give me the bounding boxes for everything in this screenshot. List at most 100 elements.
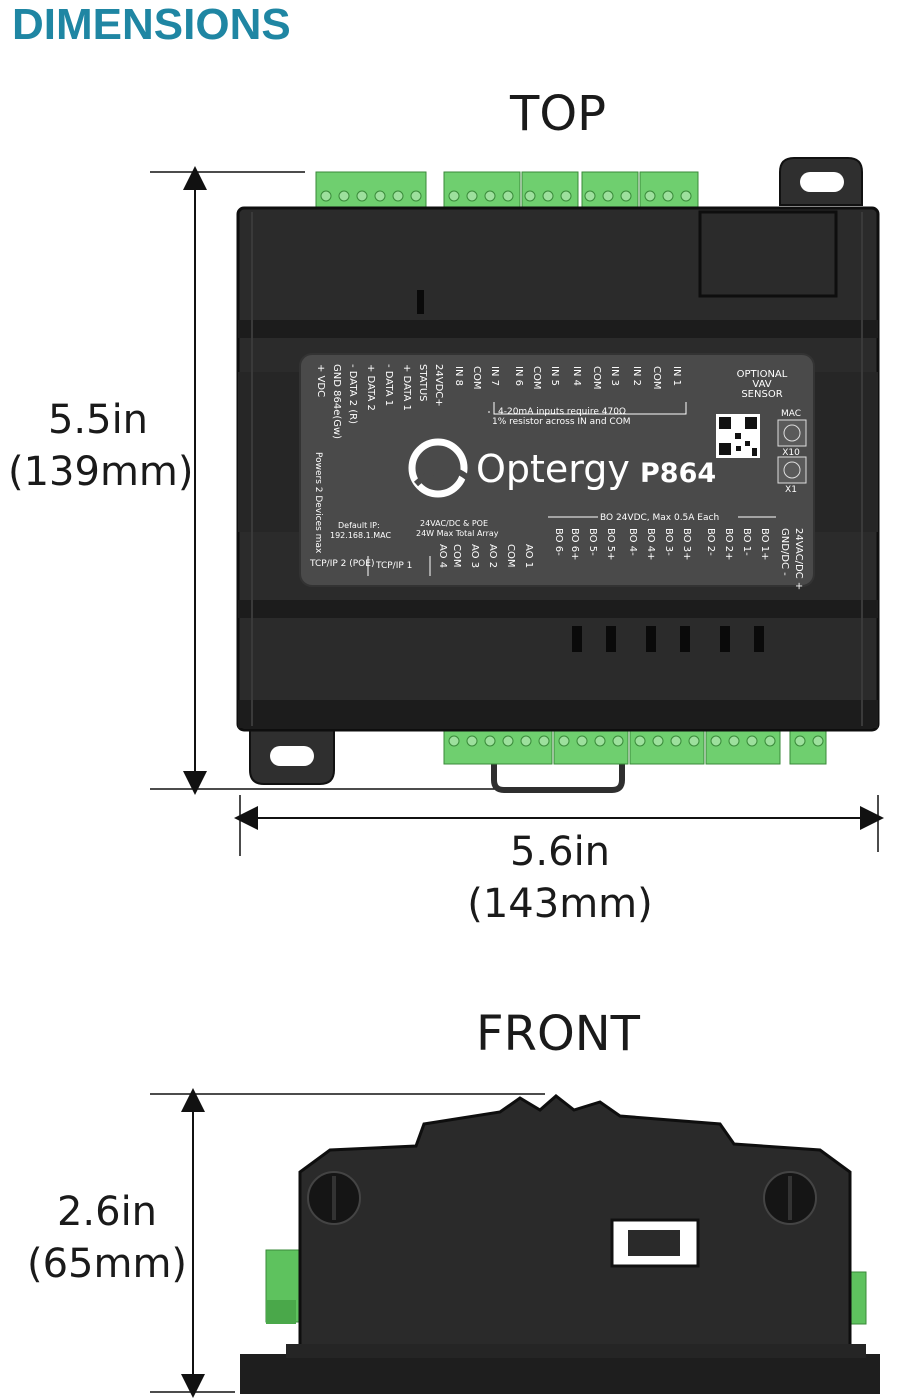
bo-terminal-label: BO 6- — [553, 528, 564, 556]
svg-text:X10: X10 — [782, 448, 800, 458]
bo-terminal-label: BO 5+ — [605, 528, 616, 560]
terminal-screw-icon — [392, 190, 404, 202]
terminal-screw-icon — [746, 735, 758, 747]
terminal-screw-icon — [612, 735, 624, 747]
terminal-screw-icon — [502, 735, 514, 747]
terminal-screw-icon — [584, 190, 596, 202]
terminal-screw-icon — [662, 190, 674, 202]
bo-terminal-label: BO 1- — [741, 528, 752, 556]
bo-terminal-label: BO 1+ — [759, 528, 770, 560]
terminal-screw-icon — [558, 735, 570, 747]
terminal-screw-icon — [484, 190, 496, 202]
terminal-screw-icon — [576, 735, 588, 747]
svg-text:X1: X1 — [785, 485, 797, 495]
bottom-terminal-label: AO 3 — [469, 544, 480, 568]
left-terminal-label: + VDC — [315, 364, 326, 397]
default-ip-value: 192.168.1.MAC — [330, 531, 391, 540]
tcpip-1-label: TCP/IP 1 — [375, 561, 412, 571]
left-terminal-label: - DATA 2 (R) — [347, 364, 358, 424]
terminal-screw-icon — [764, 735, 776, 747]
terminal-screw-icon — [812, 735, 824, 747]
terminal-screw-icon — [448, 735, 460, 747]
top-view-label: TOP — [510, 86, 607, 142]
terminal-screw-icon — [680, 190, 692, 202]
terminal-screw-icon — [634, 735, 646, 747]
bo-terminal-label: BO 3- — [663, 528, 674, 556]
top-terminal-label: IN 3 — [609, 366, 620, 386]
left-terminal-label: STATUS — [417, 364, 428, 402]
bottom-terminal-label: AO 4 — [437, 544, 448, 568]
top-width-dimension-line — [234, 795, 884, 856]
top-width-metric: (143mm) — [467, 881, 653, 927]
terminal-screw-icon — [338, 190, 350, 202]
bo-header: BO 24VDC, Max 0.5A Each — [600, 513, 719, 523]
top-width-imperial: 5.6in — [509, 829, 611, 875]
inputs-note-1: 4-20mA inputs require 470Ω — [498, 407, 626, 417]
page-title: DIMENSIONS — [12, 0, 291, 49]
front-height-metric: (65mm) — [26, 1241, 188, 1287]
bo-terminal-label: 24VAC/DC + — [793, 528, 804, 590]
top-terminal-label: COM — [591, 366, 602, 389]
bottom-terminal-label: AO 2 — [487, 544, 498, 568]
optergy-logo-icon — [408, 438, 470, 498]
bo-terminal-label: BO 2- — [705, 528, 716, 556]
inputs-note-2: 1% resistor across IN and COM — [492, 417, 631, 427]
front-height-dimension-line — [150, 1088, 545, 1398]
top-terminal-label: IN 6 — [513, 366, 524, 386]
svg-text:MAC: MAC — [781, 409, 801, 419]
terminal-screw-icon — [728, 735, 740, 747]
top-terminal-label: IN 2 — [631, 366, 642, 386]
front-height-dimension: 2.6in (65mm) — [22, 1186, 192, 1290]
terminal-screw-icon — [670, 735, 682, 747]
terminal-screw-icon — [594, 735, 606, 747]
left-terminal-label: GND 864e(Gw) — [331, 364, 342, 439]
tcpip-poe-label: TCP/IP 2 (POE) — [309, 559, 374, 569]
terminal-screw-icon — [320, 190, 332, 202]
left-terminal-label: 24VDC+ — [433, 364, 444, 407]
bo-terminal-label: BO 3+ — [681, 528, 692, 560]
terminal-screw-icon — [560, 190, 572, 202]
terminal-screw-icon — [356, 190, 368, 202]
device-top-view: Optergy P864 4-20mA inputs require 470Ω … — [236, 157, 880, 793]
bo-terminal-label: BO 5- — [587, 528, 598, 556]
terminal-screw-icon — [644, 190, 656, 202]
top-height-metric: (139mm) — [8, 449, 194, 495]
bottom-terminal-label: COM — [451, 544, 462, 567]
bo-terminal-label: BO 4- — [627, 528, 638, 556]
model-name: P864 — [640, 458, 716, 489]
terminal-screw-icon — [484, 735, 496, 747]
device-front-view — [240, 1094, 880, 1394]
qr-code-icon — [716, 414, 760, 458]
terminal-screw-icon — [466, 735, 478, 747]
terminal-screw-icon — [542, 190, 554, 202]
bottom-terminal-label: AO 1 — [523, 544, 534, 568]
front-view-label: FRONT — [476, 1006, 640, 1062]
terminal-screw-icon — [794, 735, 806, 747]
top-height-dimension: 5.5in (139mm) — [8, 394, 194, 498]
terminal-screw-icon — [466, 190, 478, 202]
terminal-screw-icon — [652, 735, 664, 747]
bo-terminal-label: BO 2+ — [723, 528, 734, 560]
top-terminal-label: IN 4 — [571, 366, 582, 386]
front-height-imperial: 2.6in — [56, 1189, 158, 1235]
bo-terminal-label: BO 4+ — [645, 528, 656, 560]
powers-note: Powers 2 Devices max — [313, 452, 323, 554]
top-terminal-label: COM — [531, 366, 542, 389]
terminal-screw-icon — [620, 190, 632, 202]
left-terminal-label: + DATA 1 — [401, 364, 412, 411]
left-terminal-label: + DATA 2 — [365, 364, 376, 411]
vent-slots — [572, 626, 764, 652]
terminal-screw-icon — [448, 190, 460, 202]
terminal-screw-icon — [374, 190, 386, 202]
brand-name: Optergy — [476, 447, 630, 491]
terminal-screw-icon — [538, 735, 550, 747]
bottom-terminal-label: COM — [505, 544, 516, 567]
terminal-screw-icon — [410, 190, 422, 202]
top-height-dimension-line — [150, 166, 505, 795]
top-height-imperial: 5.5in — [47, 397, 149, 443]
default-ip-label: Default IP: — [338, 521, 380, 530]
top-terminal-label: IN 7 — [489, 366, 500, 386]
terminal-screw-icon — [688, 735, 700, 747]
terminal-screw-icon — [524, 190, 536, 202]
